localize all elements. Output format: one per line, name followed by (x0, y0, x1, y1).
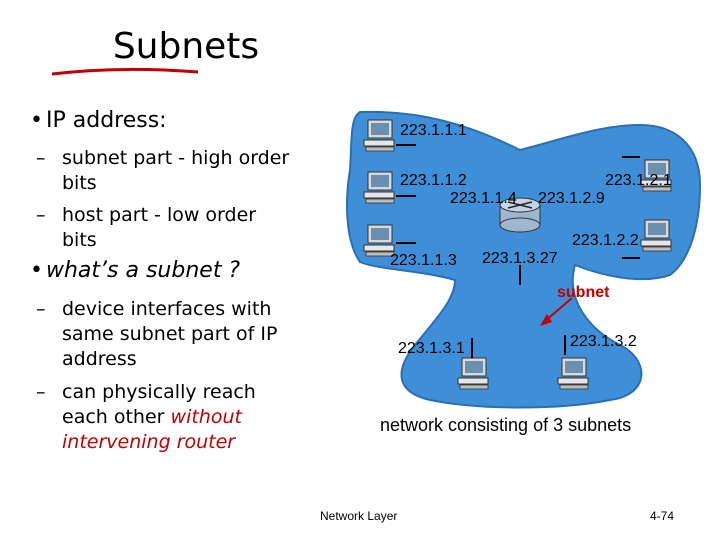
address-label: 223.1.1.1 (400, 122, 467, 139)
footer-page-number: 4-74 (650, 509, 675, 523)
bullet-text: what’s a subnet ? (46, 258, 241, 283)
sub-line: host part - low order (62, 204, 257, 226)
address-label: 223.1.2.2 (572, 232, 639, 249)
host-computer-icon (457, 357, 489, 390)
interface-markers (396, 144, 640, 358)
address-label: 223.1.1.2 (400, 172, 467, 189)
sub-bullet-device-interfaces: –device interfaces with same subnet part… (36, 297, 336, 372)
diagram-caption: network consisting of 3 subnets (380, 415, 632, 435)
address-label: 223.1.3.27 (482, 250, 558, 267)
subnet-label: subnet (557, 284, 610, 301)
address-label: 223.1.3.1 (398, 340, 465, 357)
address-label: 223.1.2.1 (605, 172, 672, 189)
sub-bullet-host-part: –host part - low order bits (36, 203, 336, 253)
subnet-blob (346, 110, 702, 409)
subnet-arrow (540, 297, 573, 326)
address-label: 223.1.1.4 (450, 190, 517, 207)
sub-line: bits (62, 172, 97, 194)
sub-line: same subnet part of IP (62, 323, 278, 345)
slide-title: Subnets (112, 26, 260, 67)
host-computer-icon (363, 119, 395, 152)
bullet-ip-address: • IP address: (30, 108, 167, 133)
sub-line: subnet part - high order (62, 147, 290, 169)
sub-bullet-subnet-part: –subnet part - high order bits (36, 146, 336, 196)
router-icon (499, 197, 541, 233)
address-label: 223.1.3.2 (570, 333, 637, 350)
emphasis-text: without (170, 406, 242, 428)
footer-section: Network Layer (320, 509, 398, 523)
emphasis-text: intervening router (62, 431, 236, 453)
title-underline (51, 67, 199, 76)
sub-line: address (62, 348, 137, 370)
bullet-text: IP address: (46, 108, 167, 133)
sub-line: each other (62, 406, 165, 428)
sub-line: can physically reach (62, 381, 256, 403)
host-computer-icon (640, 219, 672, 252)
host-computer-icon (557, 357, 589, 390)
sub-line: device interfaces with (62, 298, 272, 320)
address-label: 223.1.2.9 (538, 190, 605, 207)
sub-bullet-physically-reach: –can physically reach each other without… (36, 380, 336, 455)
bullet-what-subnet: • what’s a subnet ? (30, 258, 241, 283)
host-computer-icon (363, 171, 395, 204)
sub-line: bits (62, 229, 97, 251)
address-label: 223.1.1.3 (390, 252, 457, 269)
